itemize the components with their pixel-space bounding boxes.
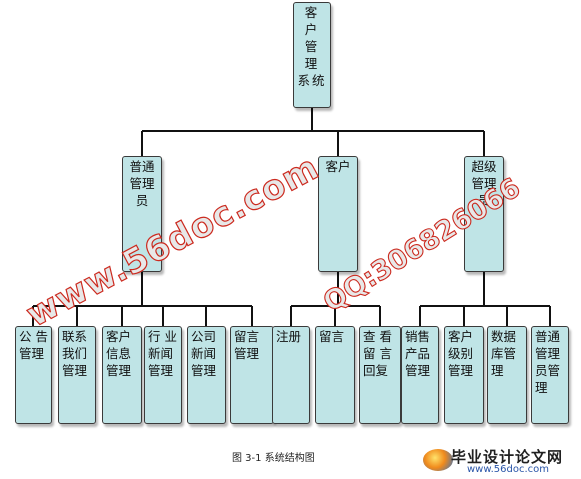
leaf-node: 普通管理员管理 <box>531 326 569 424</box>
root-node: 客 户 管 理 系统 <box>293 2 331 108</box>
leaf-node: 数据库管理 <box>487 326 527 424</box>
leaf-node: 客户级别管理 <box>444 326 484 424</box>
site-logo: 毕业设计论文网 www.56doc.com <box>423 444 581 479</box>
leaf-node: 行 业 新闻管理 <box>144 326 182 424</box>
role-node-customer: 客户 <box>318 156 358 272</box>
leaf-node: 留言 <box>315 326 355 424</box>
logo-url: www.56doc.com <box>467 464 550 475</box>
leaf-node: 注册 <box>272 326 310 424</box>
role-node-general-admin: 普通管理员 <box>122 156 162 272</box>
leaf-node: 销售产品管理 <box>401 326 439 424</box>
figure-caption: 图 3-1 系统结构图 <box>232 453 315 464</box>
leaf-node: 留言管理 <box>230 326 274 424</box>
leaf-node: 查 看 留 言 回复 <box>359 326 401 424</box>
role-node-super-admin: 超级管理员 <box>464 156 504 272</box>
leaf-node: 公司新闻管理 <box>187 326 226 424</box>
leaf-node: 公 告 管理 <box>15 326 52 424</box>
globe-icon <box>423 449 453 471</box>
leaf-node: 联系我们管理 <box>58 326 96 424</box>
leaf-node: 客户信息管理 <box>102 326 142 424</box>
logo-text: 毕业设计论文网 <box>451 448 564 466</box>
